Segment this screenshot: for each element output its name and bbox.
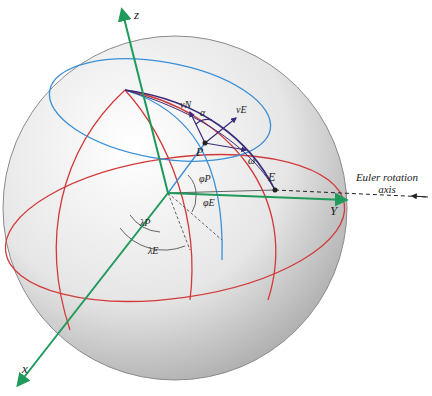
velocity-label: vN: [180, 100, 191, 111]
sphere: [3, 36, 347, 380]
euler-axis: [275, 190, 428, 197]
blue-circles: [41, 43, 278, 260]
longitude-label: λE: [148, 246, 158, 257]
axes: [18, 10, 346, 385]
velocity-arrows: [190, 112, 246, 150]
axis-label: x: [22, 362, 28, 376]
latitude-label: φP: [199, 174, 211, 185]
latitude-label: φE: [203, 198, 215, 209]
point-p: [203, 141, 208, 146]
great-circle-arcs: [125, 90, 275, 190]
axis-note: Euler rotation axis: [350, 172, 424, 195]
axis-label: z: [134, 8, 139, 22]
axis-label: Y: [330, 204, 337, 218]
angle-label: α: [200, 108, 205, 119]
rate-label: ω: [248, 156, 255, 167]
velocity-label: vE: [236, 105, 247, 116]
radii: [120, 175, 275, 250]
point-label: E: [268, 171, 275, 184]
red-circles: [0, 90, 354, 330]
point-label: P: [196, 146, 203, 159]
euler-axis-arrow: [412, 196, 428, 197]
longitude-label: λP: [140, 218, 150, 229]
